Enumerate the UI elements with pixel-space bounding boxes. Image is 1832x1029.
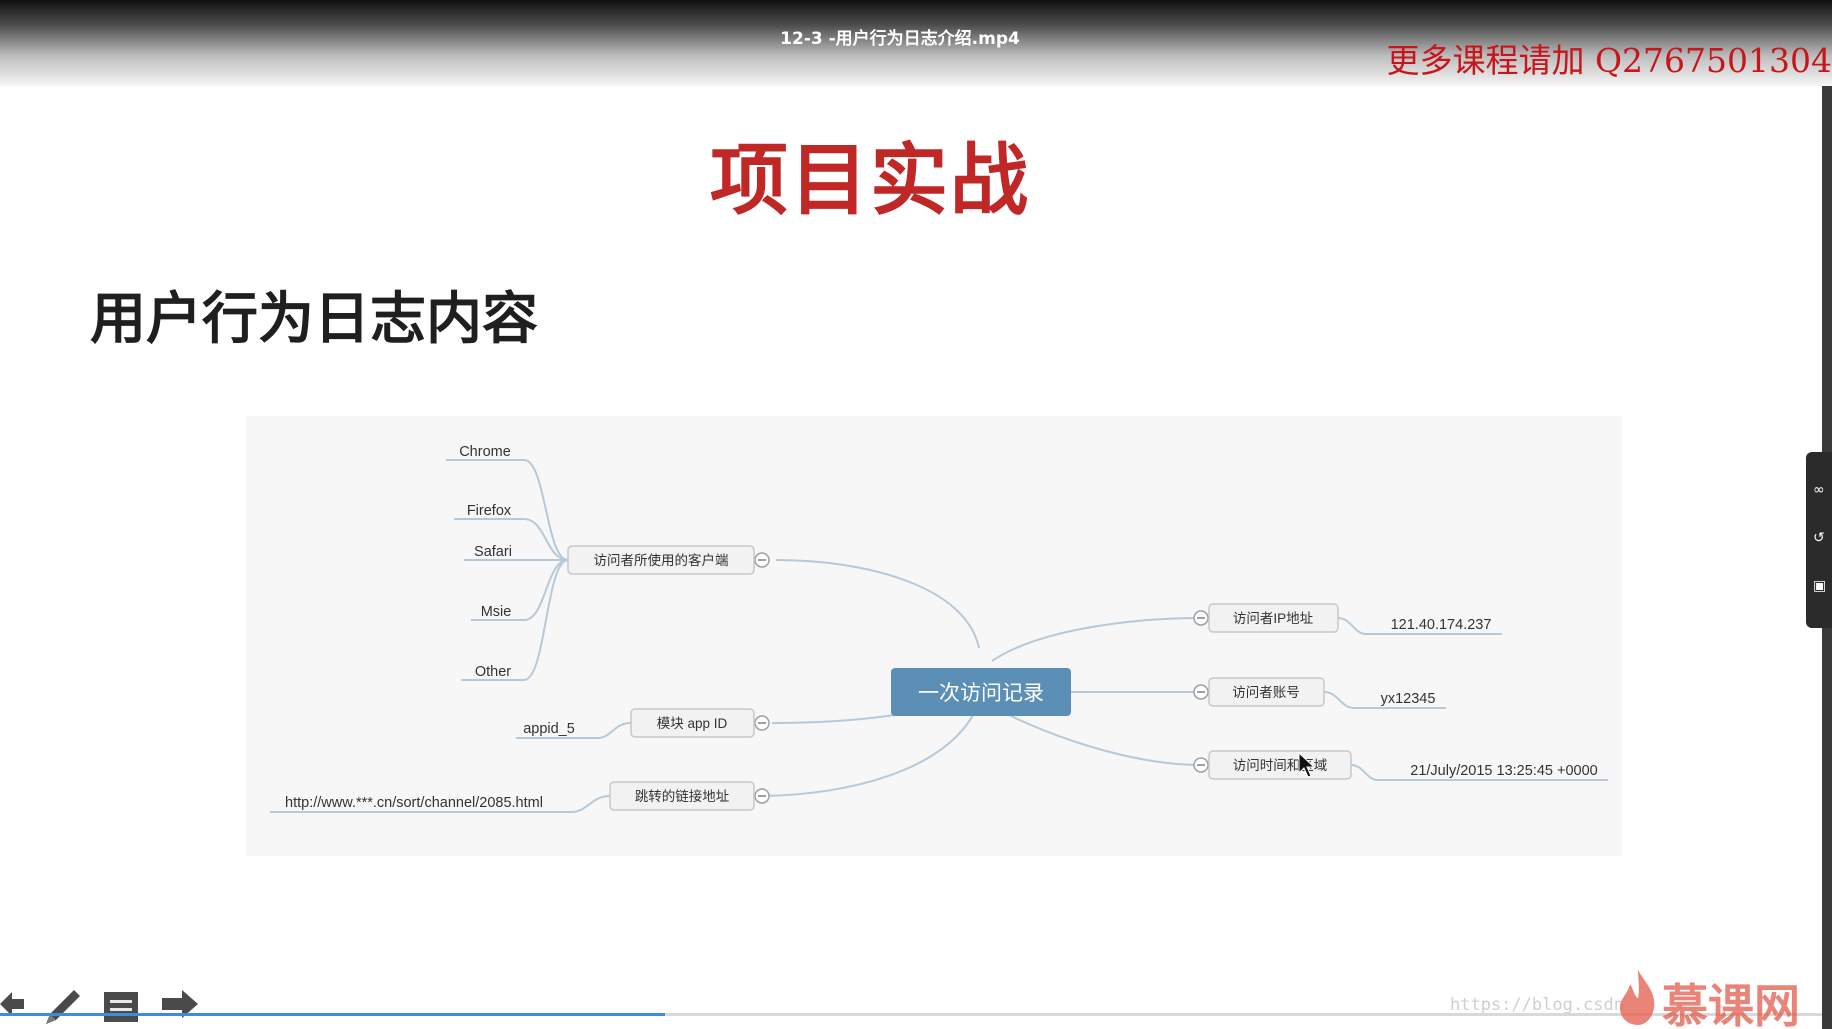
connector-link <box>755 701 980 797</box>
slide-title: 项目实战 <box>709 136 1030 226</box>
node-link-label: 跳转的链接地址 <box>635 788 730 804</box>
mind-map: 一次访问记录 访问者所使用的客户端 模块 app ID 跳转的链接地址 访问者I… <box>246 416 1622 856</box>
client-chrome: Chrome <box>459 444 511 460</box>
time-value: 21/July/2015 13:25:45 +0000 <box>1410 763 1597 779</box>
connector-ip <box>991 617 1202 662</box>
node-module-label: 模块 app ID <box>657 716 728 731</box>
mind-map-connectors <box>270 459 1608 813</box>
client-msie: Msie <box>481 604 512 620</box>
connector-appid <box>516 722 632 739</box>
connector-url <box>270 795 611 813</box>
module-value: appid_5 <box>523 721 575 737</box>
slide-subtitle: 用户行为日志内容 <box>90 287 538 352</box>
node-link[interactable] <box>609 781 755 811</box>
node-clients-label: 访问者所使用的客户端 <box>594 552 729 568</box>
side-tool-icon-3[interactable]: ▣ <box>1813 578 1827 594</box>
node-account-label: 访问者账号 <box>1232 685 1300 700</box>
client-firefox: Firefox <box>467 503 512 519</box>
side-tool-icon-1[interactable]: ∞ <box>1813 482 1825 498</box>
mouse-cursor-icon <box>1298 751 1316 778</box>
connector-time-value <box>1350 764 1608 781</box>
connector-clients <box>775 559 980 649</box>
side-tool-icon-2[interactable]: ↺ <box>1813 530 1825 546</box>
connector-ip-value <box>1337 617 1502 635</box>
promo-watermark: 更多课程请加 Q2767501304 <box>1386 41 1832 80</box>
video-title: 12-3 -用户行为日志介绍.mp4 <box>780 29 1020 49</box>
connector-chrome <box>446 459 569 561</box>
node-module[interactable] <box>630 708 755 738</box>
connector-firefox <box>454 518 569 561</box>
connector-msie <box>471 559 569 621</box>
pen-icon[interactable] <box>40 984 84 1028</box>
progress-bar[interactable] <box>0 1013 1822 1016</box>
title-bar: 12-3 -用户行为日志介绍.mp4 更多课程请加 Q2767501304 <box>0 0 1832 86</box>
brand-text: 慕课网 <box>1662 979 1800 1029</box>
node-account[interactable] <box>1208 677 1325 707</box>
progress-bar-fill <box>0 1013 666 1016</box>
center-node-label: 一次访问记录 <box>918 682 1044 705</box>
link-value: http://www.***.cn/sort/channel/2085.html <box>285 795 543 811</box>
flame-icon <box>1620 970 1655 1025</box>
back-arrow-icon[interactable] <box>0 984 26 1024</box>
connector-account-value <box>1323 691 1446 709</box>
node-ip-label: 访问者IP地址 <box>1233 611 1313 626</box>
node-clients[interactable] <box>567 545 755 575</box>
client-safari: Safari <box>474 544 512 560</box>
brand-logo: 慕课网 <box>1614 968 1824 1029</box>
node-time[interactable] <box>1208 750 1352 780</box>
mind-map-background <box>246 416 1622 856</box>
center-node[interactable] <box>891 668 1071 716</box>
url-watermark: https://blog.csdn <box>1450 995 1624 1015</box>
ip-value: 121.40.174.237 <box>1391 617 1492 633</box>
notes-icon[interactable] <box>102 984 140 1024</box>
client-other: Other <box>475 664 511 680</box>
slide: 项目实战 用户行为日志内容 <box>0 86 1822 1016</box>
connector-other <box>461 559 569 681</box>
account-value: yx12345 <box>1381 691 1436 707</box>
forward-arrow-icon[interactable] <box>158 984 200 1024</box>
node-ip[interactable] <box>1208 603 1339 633</box>
side-tool-panel[interactable]: ∞ ↺ ▣ <box>1806 452 1832 628</box>
